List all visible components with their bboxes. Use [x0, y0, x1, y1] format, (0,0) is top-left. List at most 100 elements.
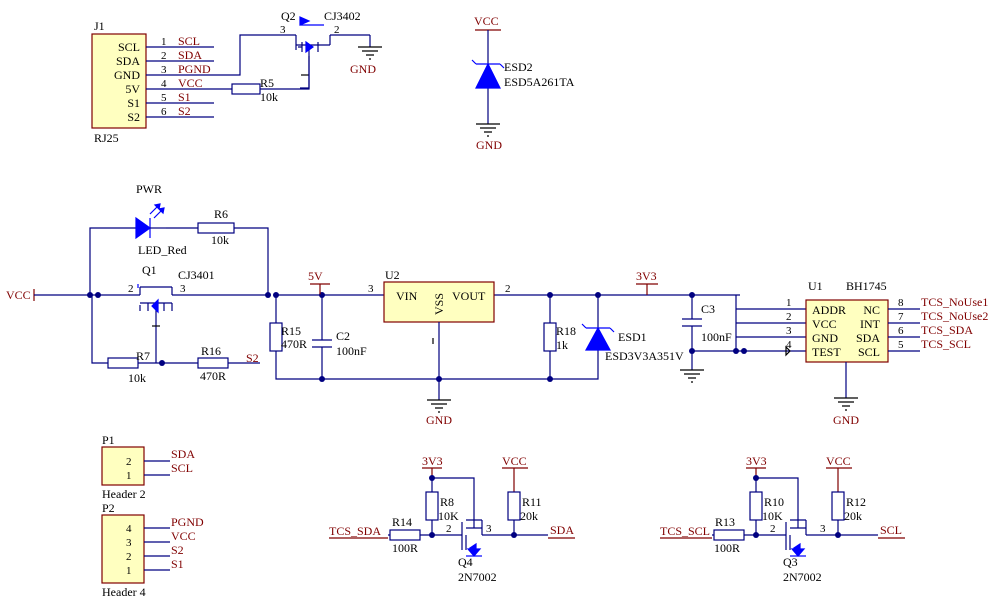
c3-value: 100nF	[701, 330, 732, 344]
r14-ref: R14	[392, 515, 412, 529]
sda-pin2: 2	[446, 523, 452, 535]
r10-ref: R10	[764, 495, 784, 509]
r16-net-s2: S2	[246, 351, 259, 365]
u1-num1: 1	[786, 297, 792, 309]
power-input: VCC	[6, 227, 279, 366]
u2-gnd-label: GND	[426, 413, 452, 427]
j1-pin5-name: S1	[127, 96, 140, 110]
r14-body	[389, 529, 421, 541]
resistor-r7: R7 10k	[107, 349, 150, 385]
mosfet-q1: Q1 CJ3401 2 3	[128, 263, 268, 363]
regulator-u2: U2 VIN VOUT VSS 3 2 GND	[276, 268, 740, 427]
u1-net-scl: TCS_SCL	[921, 337, 971, 351]
q2-gnd-label: GND	[350, 62, 376, 76]
scl-out-label: SCL	[880, 523, 902, 537]
q4-part: 2N7002	[458, 570, 497, 584]
j1-body	[91, 33, 147, 129]
u1-num4: 4	[786, 339, 792, 351]
u1-num7: 7	[898, 311, 904, 323]
capacitor-c2: C2 100nF	[312, 292, 367, 382]
j1-pin6-name: S2	[127, 110, 140, 124]
j1-net-s2: S2	[178, 104, 191, 118]
j1-pin2-name: SDA	[116, 54, 140, 68]
r6-ref: R6	[214, 207, 228, 221]
j1-pin2-num: 2	[161, 50, 167, 62]
p2-num4: 4	[126, 523, 132, 535]
j1-pin4-num: 4	[161, 78, 167, 90]
r13-body	[713, 529, 745, 541]
r15-value: 470R	[281, 337, 307, 351]
q1-pin3: 3	[180, 283, 186, 295]
j1-pin3-name: GND	[114, 68, 140, 82]
j1-net-sda: SDA	[178, 48, 202, 62]
esd1-part: ESD3V3A351V	[605, 349, 684, 363]
r13-ref: R13	[715, 515, 735, 529]
q2-pin3: 3	[280, 24, 286, 36]
u1-pin-addr: ADDR	[812, 303, 846, 317]
u1-pin-nc: NC	[863, 303, 880, 317]
r6-body	[197, 222, 235, 234]
esd2-part: ESD5A261TA	[504, 75, 575, 89]
tvs-esd1: ESD1 ESD3V3A351V	[550, 292, 684, 380]
p1-num2: 2	[126, 456, 132, 468]
net-3v3: 3V3	[636, 269, 658, 295]
scl-3v3-label: 3V3	[746, 454, 767, 468]
r18-ref: R18	[556, 324, 576, 338]
j1-net-scl: SCL	[178, 34, 200, 48]
net-5v: 5V	[308, 269, 330, 295]
q4-ref: Q4	[458, 555, 473, 569]
sda-3v3-label: 3V3	[422, 454, 443, 468]
q3-part: 2N7002	[783, 570, 822, 584]
q1-pin2: 2	[128, 283, 134, 295]
q1-ref: Q1	[142, 263, 157, 277]
u1-net-nouse1: TCS_NoUse1	[921, 295, 988, 309]
esd2-gnd-label: GND	[476, 138, 502, 152]
pwr-part: LED_Red	[138, 243, 187, 257]
resistor-r5: R5 10k	[214, 56, 310, 104]
u1-num6: 6	[898, 325, 904, 337]
u1-ref: U1	[808, 279, 823, 293]
p2-num2: 2	[126, 551, 132, 563]
j1-pin1-num: 1	[161, 36, 167, 48]
q1-part: CJ3401	[178, 268, 215, 282]
q2-ref: Q2	[281, 9, 296, 23]
r18-body	[543, 322, 557, 352]
scl-in-label: TCS_SCL	[660, 524, 710, 538]
j1-pin3-num: 3	[161, 64, 167, 76]
u1-net-nouse2: TCS_NoUse2	[921, 309, 988, 323]
r11-body	[507, 491, 521, 521]
r13-value: 100R	[714, 541, 740, 555]
r5-ref: R5	[260, 76, 274, 90]
r10-value: 10K	[762, 509, 783, 523]
p2-ref: P2	[102, 501, 115, 515]
r11-ref: R11	[522, 495, 542, 509]
u1-pin-test: TEST	[812, 345, 841, 359]
q2-pin2: 2	[334, 24, 340, 36]
scl-pin3: 3	[820, 523, 826, 535]
r12-ref: R12	[846, 495, 866, 509]
vcc-input-label: VCC	[6, 288, 31, 302]
resistor-r15: R15 470R	[269, 295, 550, 380]
j1-net-pgnd: PGND	[178, 62, 211, 76]
r10-body	[749, 491, 763, 521]
u1-pin-sda: SDA	[856, 331, 880, 345]
u1-num8: 8	[898, 297, 904, 309]
net-3v3-label: 3V3	[636, 269, 657, 283]
p2-net-pgnd: PGND	[171, 515, 204, 529]
header-p2: P2 4 3 2 1 PGND VCC S2 S1 Header 4	[101, 501, 204, 599]
r16-ref: R16	[201, 344, 221, 358]
sda-pin3: 3	[486, 523, 492, 535]
p1-name: Header 2	[102, 487, 146, 501]
j1-pin6-num: 6	[161, 106, 167, 118]
r7-value: 10k	[128, 371, 146, 385]
j1-name: RJ25	[94, 131, 119, 145]
capacitor-c3: C3 100nF	[680, 292, 732, 383]
q3-ref: Q3	[783, 555, 798, 569]
sda-vcc-label: VCC	[502, 454, 527, 468]
u2-vss: VSS	[432, 293, 446, 315]
net-5v-label: 5V	[308, 269, 323, 283]
p2-num1: 1	[126, 565, 132, 577]
p2-body	[101, 514, 145, 584]
r12-body	[831, 491, 845, 521]
led-pwr: PWR LED_Red	[135, 182, 187, 257]
